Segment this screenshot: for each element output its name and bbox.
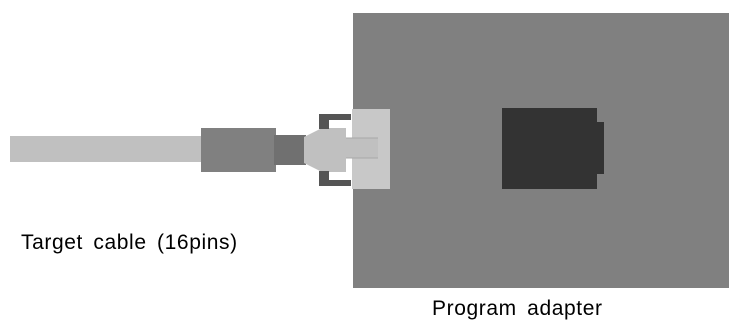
connector-latch xyxy=(319,114,351,186)
connector-plug xyxy=(304,128,346,172)
program-adapter-label: Program adapter xyxy=(432,297,603,320)
connector-housing xyxy=(346,109,390,189)
cable-sleeve xyxy=(201,128,276,172)
target-cable xyxy=(10,136,204,162)
cable-ferrule xyxy=(274,135,306,165)
target-cable-label: Target cable (16pins) xyxy=(21,231,238,254)
adapter-port xyxy=(502,108,604,189)
